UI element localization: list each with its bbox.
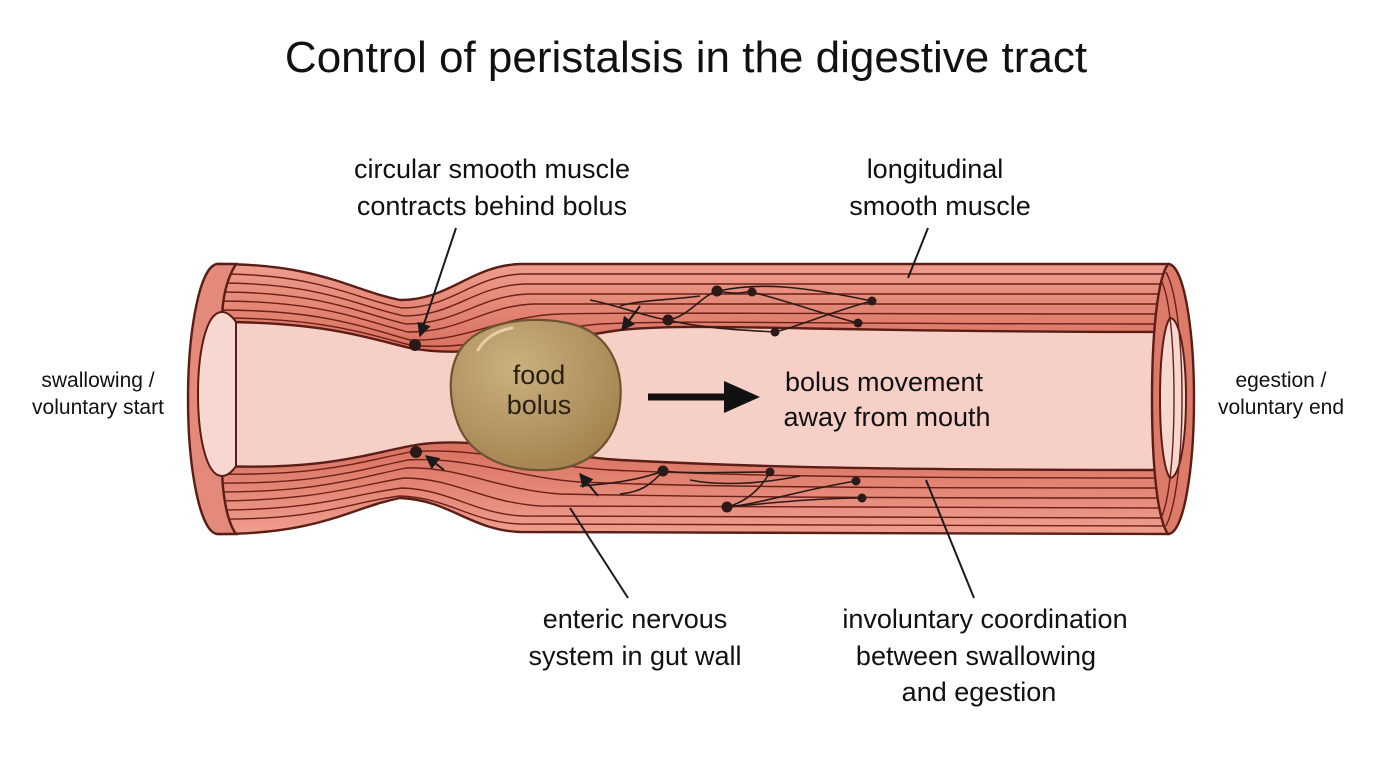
diagram-title: Control of peristalsis in the digestive … [285,33,1087,82]
circular-muscle-leader [417,227,457,338]
ganglion [867,296,877,306]
circular-muscle-label-line2: contracts behind bolus [357,191,627,221]
ganglion [662,314,674,326]
constriction-node-top [409,339,421,351]
ganglion [770,327,780,337]
constriction-node-bottom [410,446,422,458]
longitudinal-muscle-leader [907,227,929,279]
enteric-leader-arrow [579,472,599,497]
ganglion [853,318,863,328]
longitudinal-muscle-label-line2: smooth muscle [849,191,1031,221]
involuntary-label-line3: and egestion [902,677,1057,707]
circular-muscle-leader-2 [621,305,641,332]
ganglion [857,493,867,503]
ganglion [657,465,669,477]
left-end-label-line1: swallowing / [41,369,154,392]
enteric-label-line2: system in gut wall [528,641,741,671]
gut-tube [186,261,1196,536]
circular-muscle-label-line1: circular smooth muscle [354,154,630,184]
enteric-nerves-bottom [579,465,867,513]
right-end-rings [1161,271,1183,527]
ganglion [765,467,775,477]
enteric-leader [569,507,629,599]
involuntary-label-line1: involuntary coordination [842,604,1127,634]
ganglion [711,285,723,297]
bolus-label-line1: food [513,360,566,390]
movement-arrow [648,381,760,413]
enteric-leader-arrow-2 [424,455,445,471]
right-end-label-line1: egestion / [1235,369,1326,392]
bolus-label-line2: bolus [507,390,572,420]
food-bolus: food bolus [449,318,622,472]
ganglion [747,287,757,297]
left-end-label-line2: voluntary start [32,396,164,419]
involuntary-label-line2: between swallowing [856,641,1096,671]
ganglion [851,476,861,486]
enteric-nerves-top [589,285,877,337]
involuntary-leader [925,479,975,599]
left-end-lumen [196,310,237,478]
movement-label-line2: away from mouth [783,402,990,432]
enteric-label-line1: enteric nervous [543,604,728,634]
right-end-label-line2: voluntary end [1218,396,1344,419]
ganglion [721,501,733,513]
movement-label-line1: bolus movement [785,367,984,397]
longitudinal-muscle-label-line1: longitudinal [867,154,1004,184]
